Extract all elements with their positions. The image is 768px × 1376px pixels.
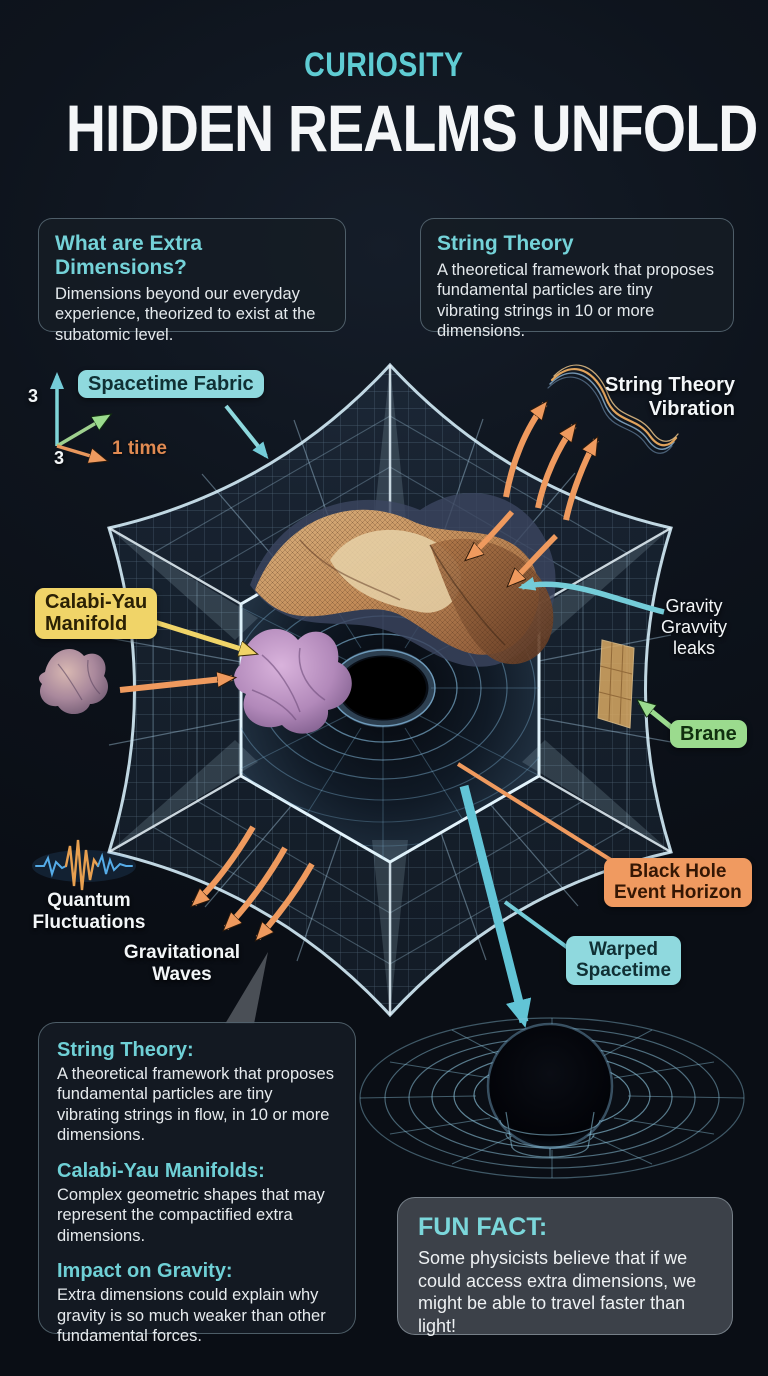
axis-label-3-spatial: 3 bbox=[28, 386, 39, 406]
quantum-waveform-icon bbox=[32, 839, 136, 891]
axis-label-3-diagonal: 3 bbox=[54, 448, 65, 468]
label-gravitational-waves: Gravitational Waves bbox=[123, 942, 241, 986]
detail-section-body: Extra dimensions could explain why gravi… bbox=[57, 1286, 326, 1346]
fun-fact-heading: FUN FACT: bbox=[418, 1213, 548, 1241]
detail-box: String Theory: A theoretical framework t… bbox=[38, 1022, 356, 1345]
label-calabi-yau-manifold: Calabi-Yau Manifold bbox=[35, 588, 158, 639]
detail-section-body: Complex geometric shapes that may repres… bbox=[57, 1185, 325, 1245]
label-brane: Brane bbox=[670, 720, 747, 749]
detail-section-heading: Impact on Gravity: bbox=[57, 1260, 233, 1283]
detail-section-string-theory: String Theory: A theoretical framework t… bbox=[57, 1039, 337, 1146]
annotation-arrows bbox=[119, 404, 694, 1028]
label-spacetime-fabric: Spacetime Fabric bbox=[78, 370, 264, 399]
detail-section-calabi-yau: Calabi-Yau Manifolds: Complex geometric … bbox=[57, 1160, 337, 1246]
string-wave-icon bbox=[547, 364, 679, 454]
warped-spacetime-funnel bbox=[359, 1017, 745, 1179]
axis-label-time: 1 time bbox=[112, 438, 167, 459]
page-title-text: HIDDEN REALMS UNFOLD bbox=[65, 91, 758, 165]
calabi-yau-manifold-large bbox=[233, 628, 352, 734]
info-box-string-theory: String Theory A theoretical framework th… bbox=[420, 218, 734, 340]
axis-arrows bbox=[50, 372, 108, 460]
info-box-body: A theoretical framework that proposes fu… bbox=[437, 261, 714, 341]
kicker-text: CURIOSITY bbox=[304, 46, 464, 84]
info-box-title: String Theory bbox=[437, 232, 574, 255]
detail-section-impact-gravity: Impact on Gravity: Extra dimensions coul… bbox=[57, 1260, 337, 1346]
label-gravity-leaks: Gravity Gravvity leaks bbox=[660, 596, 727, 659]
info-box-title: What are Extra Dimensions? bbox=[55, 232, 203, 279]
info-box-body: Dimensions beyond our everyday experienc… bbox=[55, 285, 316, 344]
fun-fact-body: Some physicists believe that if we could… bbox=[418, 1248, 697, 1337]
page-title: HIDDEN REALMS UNFOLD bbox=[0, 90, 768, 166]
calabi-yau-manifold-small bbox=[38, 649, 109, 715]
brane-rectangle bbox=[597, 639, 635, 729]
detail-section-heading: String Theory: bbox=[57, 1039, 194, 1061]
label-warped-spacetime: Warped Spacetime bbox=[566, 936, 682, 985]
detail-section-body: A theoretical framework that proposes fu… bbox=[57, 1065, 334, 1145]
info-box-extra-dimensions: What are Extra Dimensions? Dimensions be… bbox=[38, 218, 346, 344]
detail-section-heading: Calabi-Yau Manifolds: bbox=[57, 1159, 265, 1182]
fun-fact-box: FUN FACT: Some physicists believe that i… bbox=[397, 1197, 733, 1337]
detail-box-pointer bbox=[225, 952, 268, 1024]
kicker: CURIOSITY bbox=[0, 46, 768, 85]
label-string-theory-vibration: String Theory Vibration bbox=[604, 374, 735, 420]
label-black-hole-event-horizon: Black Hole Event Horizon bbox=[604, 858, 752, 907]
label-quantum-fluctuations: Quantum Fluctuations bbox=[32, 890, 146, 934]
